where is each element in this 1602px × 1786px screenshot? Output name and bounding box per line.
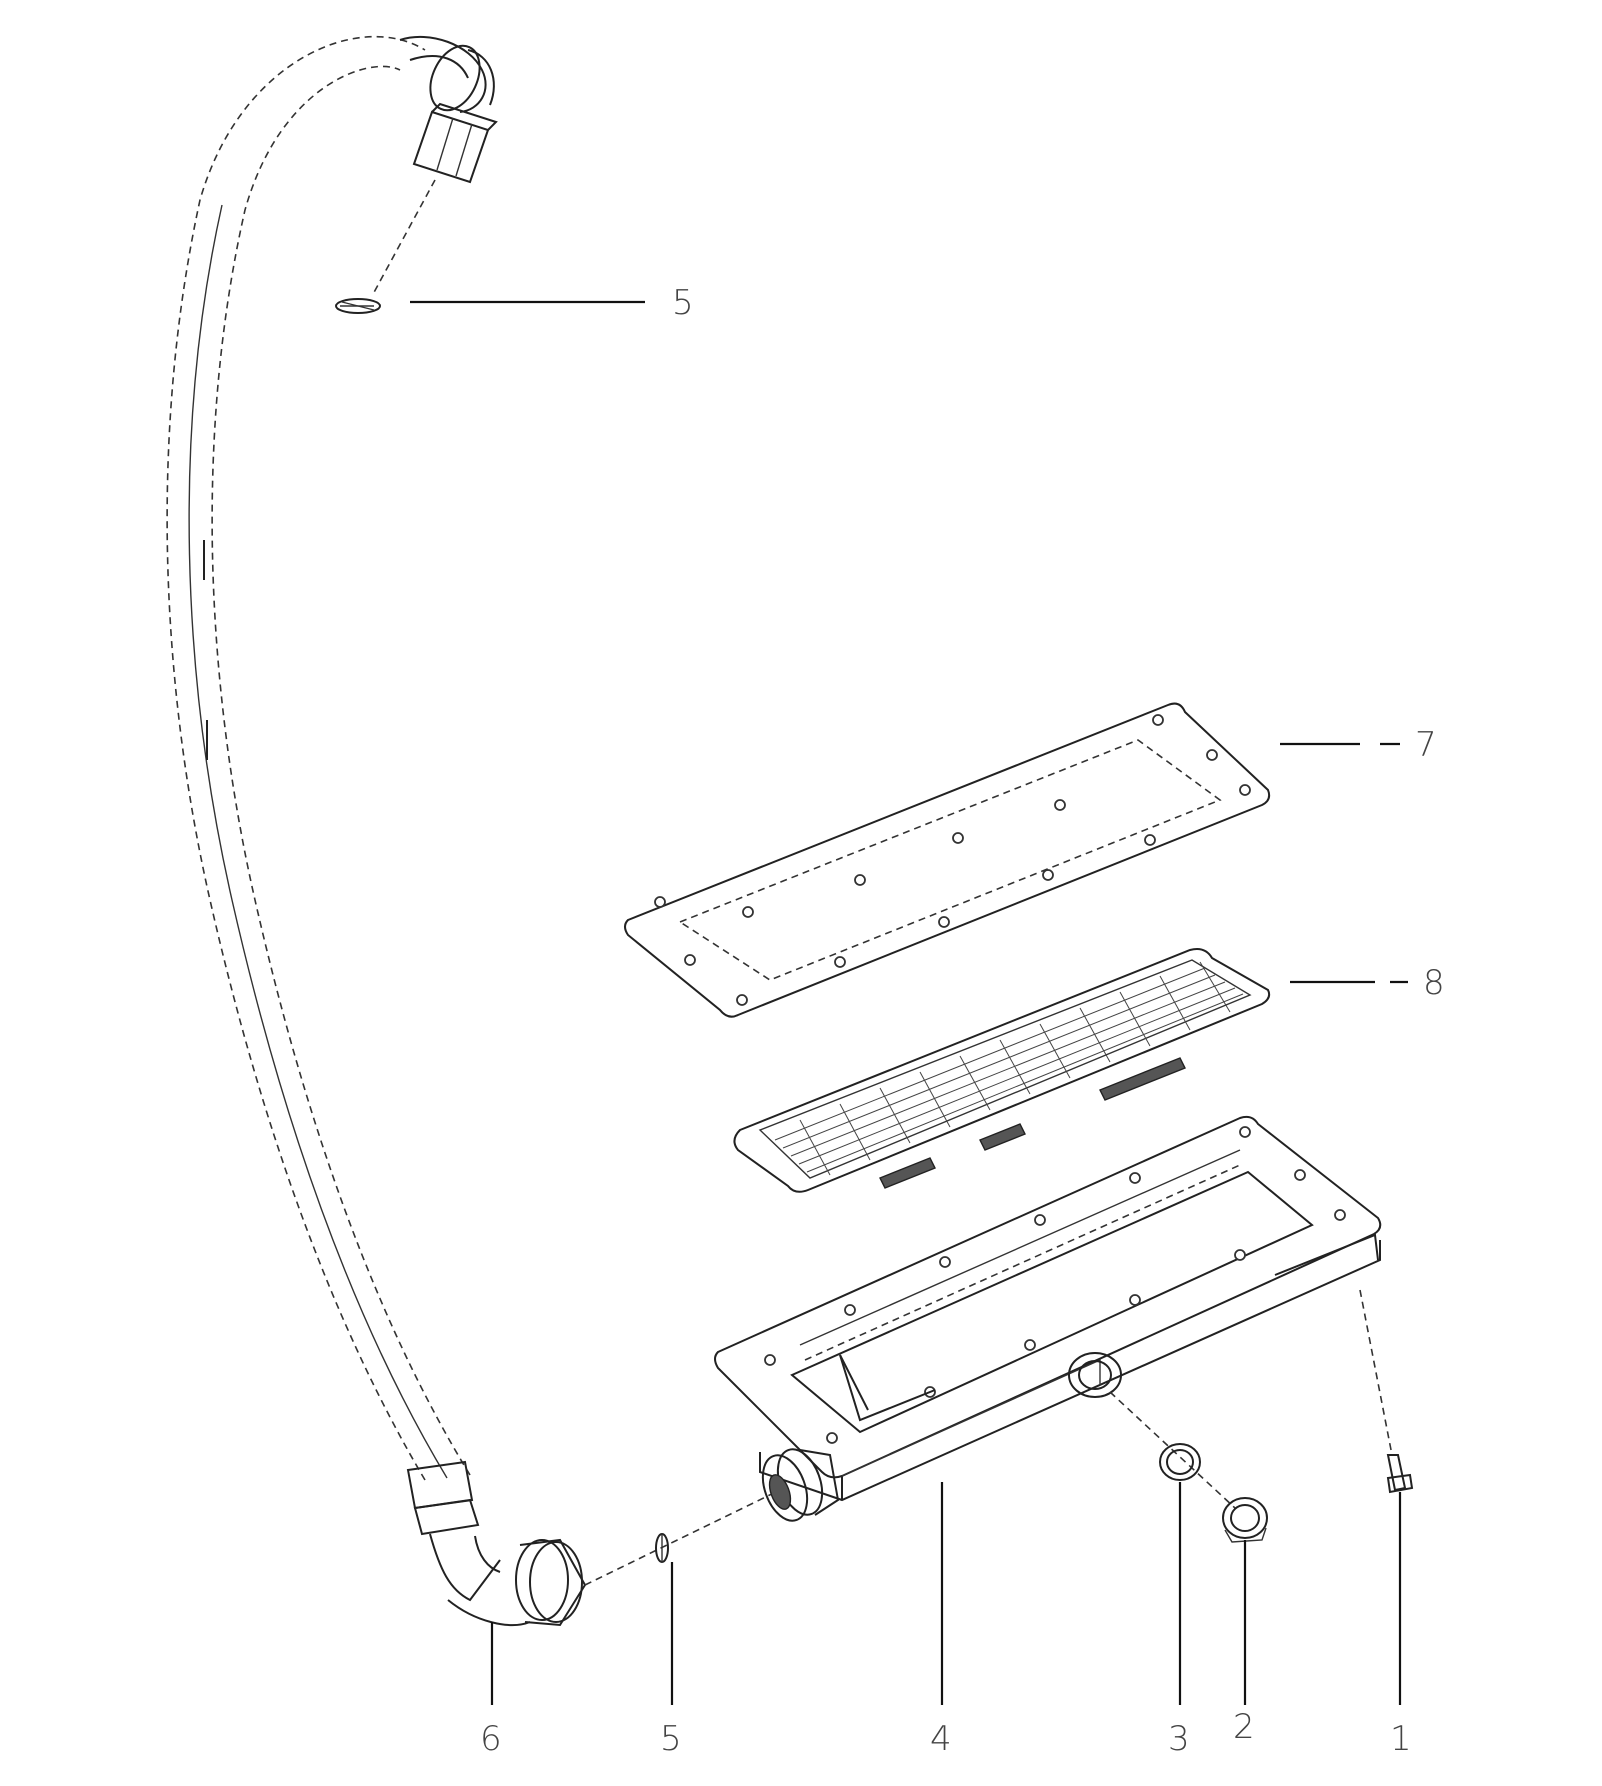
housing-drain-port — [1068, 1352, 1122, 1398]
callout-5-bottom: 5 — [660, 1719, 682, 1759]
hose-elbow-fitting — [429, 1533, 587, 1627]
callout-7: 7 — [1415, 725, 1437, 765]
housing-outlet-port — [761, 1448, 840, 1522]
callout-4: 4 — [930, 1719, 952, 1759]
hose-top-elbow — [399, 35, 495, 113]
callout-1: 1 — [1390, 1719, 1412, 1759]
filter-screen — [733, 948, 1271, 1193]
filter-grid-lines — [774, 961, 1244, 1176]
top-washer-axis — [371, 179, 436, 297]
tray-housing — [714, 1115, 1382, 1502]
bottom-washer — [655, 1533, 669, 1563]
seal-ring — [1159, 1443, 1201, 1481]
drain-axis — [1109, 1391, 1236, 1509]
callout-5-top: 5 — [672, 283, 694, 323]
callout-2: 2 — [1233, 1707, 1255, 1747]
callout-6: 6 — [480, 1719, 502, 1759]
gasket-frame — [624, 702, 1271, 1018]
drain-hose — [166, 35, 471, 1481]
hose-clamp — [406, 1460, 480, 1536]
callout-8: 8 — [1423, 963, 1445, 1003]
callout-3: 3 — [1168, 1719, 1190, 1759]
top-washer — [335, 298, 381, 314]
screw-axis — [1359, 1289, 1393, 1456]
drain-plug — [1222, 1497, 1268, 1543]
screw — [1386, 1454, 1414, 1494]
hose-top-nut — [412, 102, 498, 184]
fitting-axis — [584, 1489, 781, 1586]
